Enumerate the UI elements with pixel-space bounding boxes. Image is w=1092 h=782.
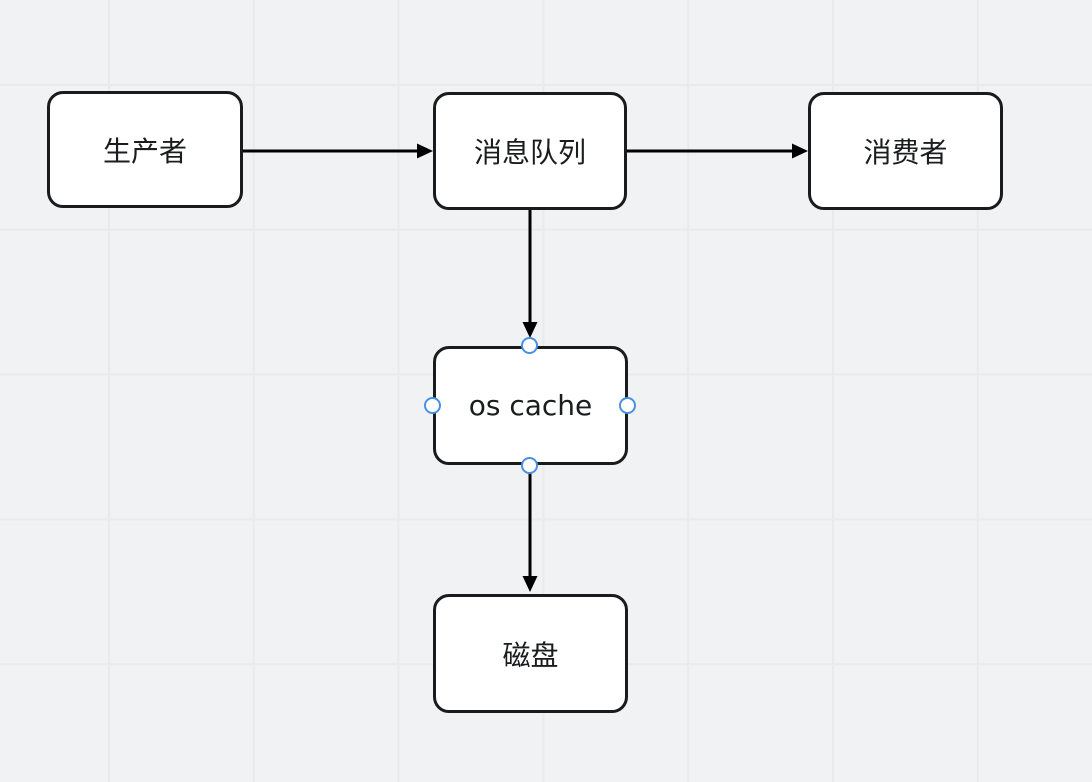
node-producer-label: 生产者 bbox=[102, 134, 187, 168]
node-message-queue[interactable]: 消息队列 bbox=[433, 92, 627, 210]
node-os-cache[interactable]: os cache bbox=[433, 346, 628, 465]
edge-producer-to-queue[interactable] bbox=[243, 143, 433, 159]
connection-handle-left[interactable] bbox=[424, 397, 441, 414]
edge-queue-to-oscache[interactable] bbox=[522, 210, 538, 338]
node-consumer[interactable]: 消费者 bbox=[808, 92, 1003, 210]
node-disk[interactable]: 磁盘 bbox=[433, 594, 628, 713]
node-producer[interactable]: 生产者 bbox=[47, 91, 243, 208]
edge-oscache-to-disk[interactable] bbox=[522, 466, 538, 592]
arrowhead-right-icon bbox=[792, 143, 808, 159]
node-os-cache-label: os cache bbox=[468, 389, 593, 422]
arrowhead-down-icon bbox=[522, 322, 538, 338]
node-message-queue-label: 消息队列 bbox=[473, 136, 586, 169]
edge-queue-to-consumer[interactable] bbox=[627, 143, 808, 159]
node-disk-label: 磁盘 bbox=[502, 638, 559, 672]
connection-handle-right[interactable] bbox=[619, 397, 636, 414]
connection-handle-bottom[interactable] bbox=[521, 457, 538, 474]
node-consumer-label: 消费者 bbox=[863, 136, 948, 169]
arrowhead-down-icon bbox=[522, 576, 538, 592]
connection-handle-top[interactable] bbox=[521, 337, 538, 354]
arrowhead-right-icon bbox=[417, 143, 433, 159]
